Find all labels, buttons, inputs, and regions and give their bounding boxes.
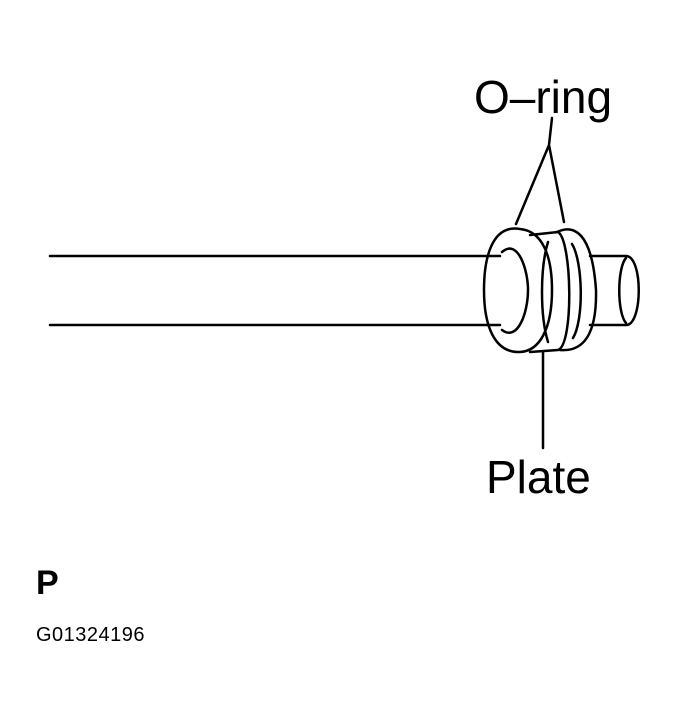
pipe-end xyxy=(588,254,640,327)
o-ring-rear xyxy=(555,228,598,352)
figure-code-letter: P xyxy=(36,564,59,602)
o-ring-leader-lines xyxy=(514,116,566,226)
pipe-end-cap-shade xyxy=(618,256,628,325)
figure-id: G01324196 xyxy=(36,624,146,646)
o-ring-label: O–ring xyxy=(474,71,613,123)
plate-label: Plate xyxy=(486,451,591,503)
o-ring-front xyxy=(482,227,554,354)
plate xyxy=(528,230,571,354)
o-ring-rear-inner xyxy=(570,242,582,340)
o-ring-front-bore xyxy=(500,247,530,334)
